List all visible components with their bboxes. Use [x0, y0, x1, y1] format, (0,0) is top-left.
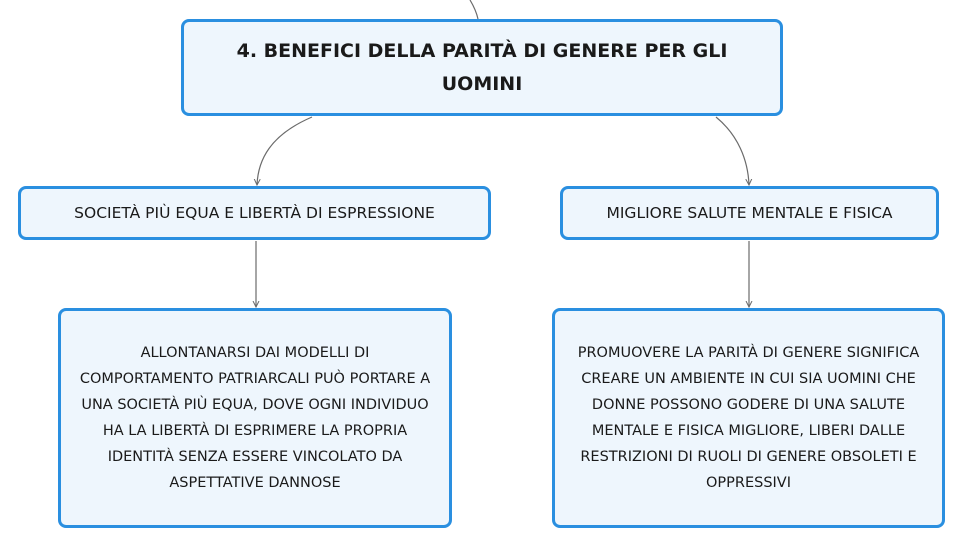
branch-label: MIGLIORE SALUTE MENTALE E FISICA	[606, 204, 893, 222]
leaf-node-equal-society-detail[interactable]: ALLONTANARSI DAI MODELLI DI COMPORTAMENT…	[58, 308, 452, 528]
connector-root-to-branch-left	[257, 116, 313, 185]
branch-node-equal-society[interactable]: SOCIETÀ PIÙ EQUA E LIBERTÀ DI ESPRESSION…	[18, 186, 491, 240]
root-title: 4. BENEFICI DELLA PARITÀ DI GENERE PER G…	[236, 39, 728, 95]
connector-parent-to-root	[469, 0, 479, 20]
leaf-text: PROMUOVERE LA PARITÀ DI GENERE SIGNIFICA…	[577, 345, 920, 491]
root-node[interactable]: 4. BENEFICI DELLA PARITÀ DI GENERE PER G…	[181, 19, 783, 116]
leaf-text: ALLONTANARSI DAI MODELLI DI COMPORTAMENT…	[79, 345, 431, 491]
branch-node-health[interactable]: MIGLIORE SALUTE MENTALE E FISICA	[560, 186, 939, 240]
branch-label: SOCIETÀ PIÙ EQUA E LIBERTÀ DI ESPRESSION…	[74, 204, 435, 222]
leaf-node-health-detail[interactable]: PROMUOVERE LA PARITÀ DI GENERE SIGNIFICA…	[552, 308, 945, 528]
connector-root-to-branch-right	[715, 116, 749, 185]
